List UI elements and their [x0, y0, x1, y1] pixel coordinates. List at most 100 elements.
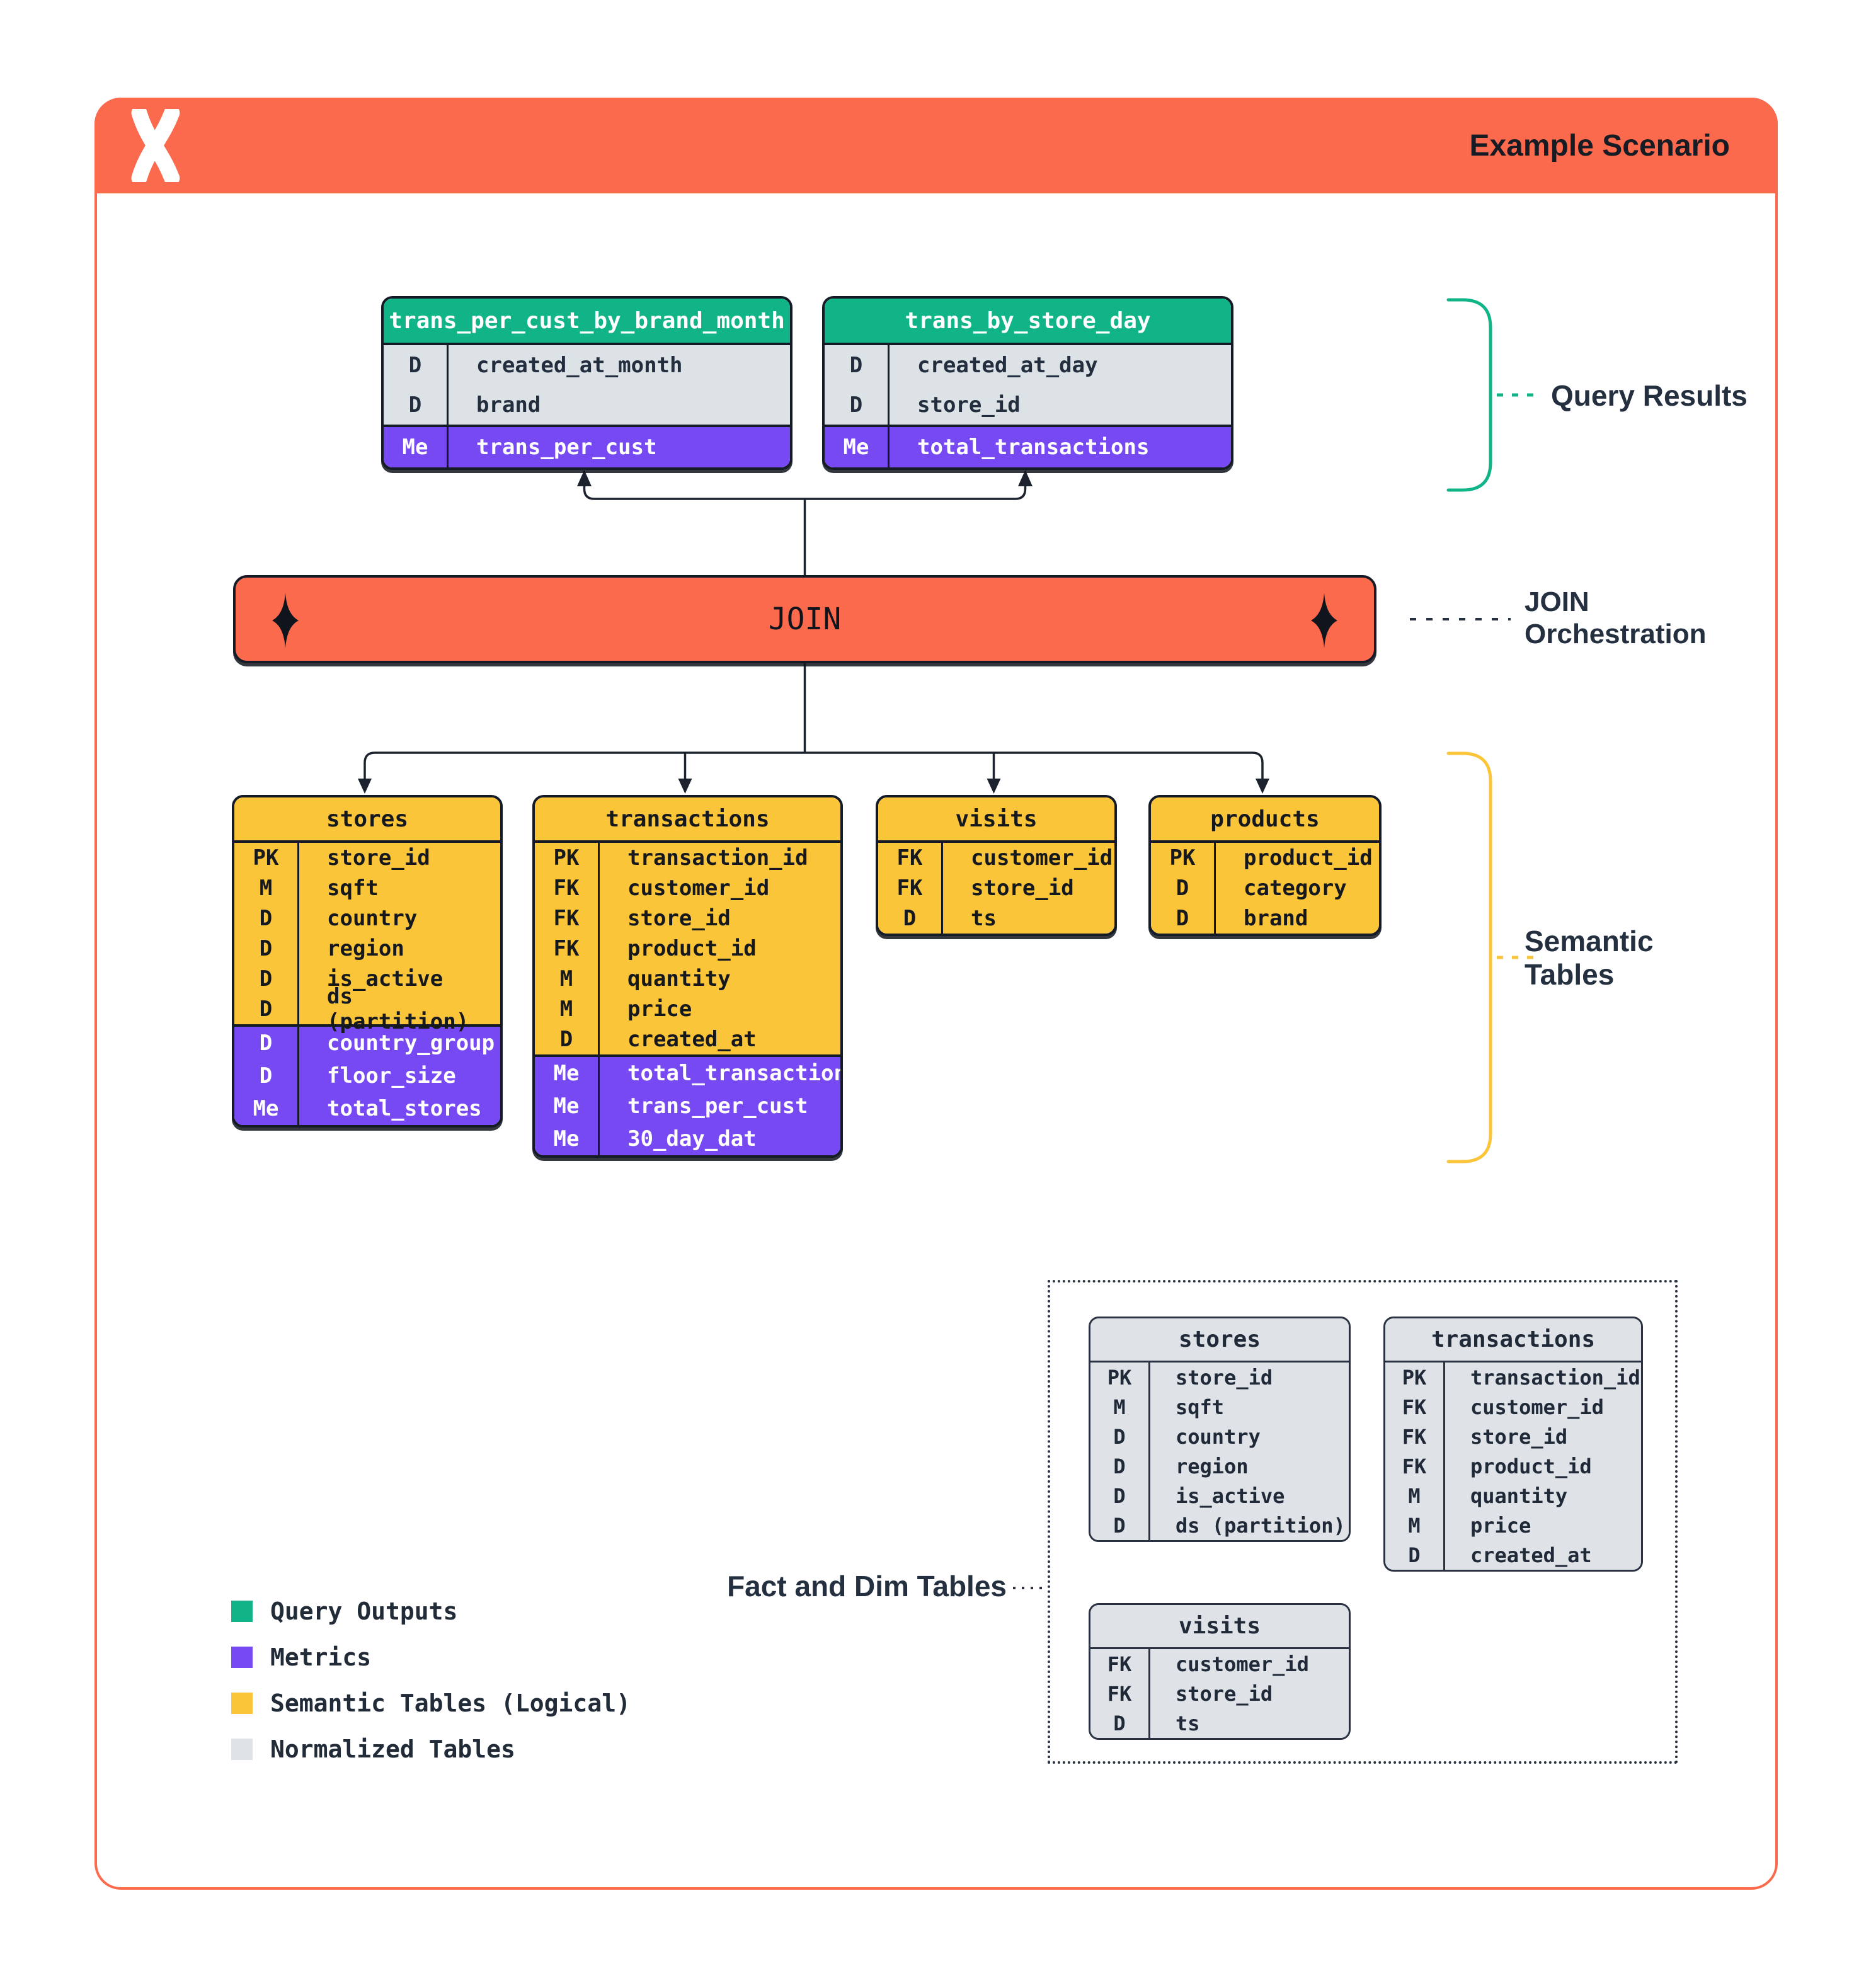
row-key: D	[1176, 876, 1189, 901]
table-row-metric: Me trans_per_cust	[535, 1090, 840, 1123]
row-key: Me	[553, 1126, 580, 1151]
row-field: product_id	[598, 934, 840, 964]
row-field: sqft	[1148, 1392, 1349, 1422]
row-key: FK	[553, 936, 580, 961]
join-orchestration-label-line1: JOIN	[1525, 586, 1589, 617]
table-title: stores	[234, 797, 500, 843]
row-key: PK	[553, 845, 580, 871]
row-field: floor_size	[297, 1060, 500, 1092]
row-key: D	[259, 906, 273, 931]
row-field: total_transactions	[888, 427, 1231, 467]
legend-label: Query Outputs	[270, 1597, 458, 1625]
row-field: store_id	[1148, 1362, 1349, 1392]
table-row: PK store_id	[1090, 1362, 1349, 1392]
row-field: country	[1148, 1422, 1349, 1451]
row-key: D	[849, 352, 863, 378]
row-key: D	[1408, 1543, 1421, 1567]
row-field: created_at_month	[447, 345, 790, 385]
row-field: trans_per_cust	[598, 1090, 840, 1123]
legend-label: Normalized Tables	[270, 1735, 515, 1763]
row-key: D	[849, 392, 863, 418]
row-key: PK	[1169, 845, 1196, 871]
row-field: brand	[1214, 903, 1379, 934]
legend-swatch-gray	[231, 1739, 253, 1760]
row-key: D	[408, 352, 422, 378]
row-field: created_at_day	[888, 345, 1231, 385]
table-title: trans_by_store_day	[825, 299, 1231, 345]
semantic-tables-label: Semantic Tables	[1525, 925, 1654, 992]
fact-dim-box	[1048, 1280, 1678, 1764]
row-key: D	[259, 936, 273, 961]
row-key: FK	[1402, 1395, 1427, 1419]
table-title: stores	[1090, 1318, 1349, 1362]
table-row: PK product_id	[1151, 843, 1379, 873]
row-field: product_id	[1214, 843, 1379, 873]
row-key: D	[259, 1063, 273, 1088]
row-field: price	[598, 994, 840, 1024]
row-key: D	[1113, 1483, 1126, 1508]
table-row: FK store_id	[1090, 1679, 1349, 1708]
row-key: M	[559, 997, 573, 1022]
table-row: FK product_id	[535, 934, 840, 964]
legend-swatch-green	[231, 1601, 253, 1622]
row-field: store_id	[941, 873, 1114, 903]
join-orchestration-label-line2: Orchestration	[1525, 619, 1707, 650]
x-mark-logo-icon	[131, 109, 180, 182]
semantic-tables-label-line1: Semantic	[1525, 925, 1654, 957]
row-key: D	[1113, 1513, 1126, 1538]
row-field: created_at	[1443, 1540, 1641, 1570]
row-field: region	[1148, 1451, 1349, 1481]
row-key: FK	[896, 845, 923, 871]
row-key: Me	[843, 435, 869, 460]
row-field: transaction_id	[1443, 1362, 1641, 1392]
table-row: FK customer_id	[878, 843, 1114, 873]
row-field: customer_id	[941, 843, 1114, 873]
legend-swatch-yellow	[231, 1693, 253, 1714]
row-key: D	[559, 1027, 573, 1052]
sparkle-diamond-icon	[272, 593, 299, 648]
row-field: ts	[941, 903, 1114, 934]
row-key: FK	[553, 906, 580, 931]
table-title: visits	[878, 797, 1114, 843]
row-key: PK	[253, 845, 279, 871]
row-key: D	[903, 906, 917, 931]
row-key: FK	[896, 876, 923, 901]
legend-label: Semantic Tables (Logical)	[270, 1689, 631, 1717]
row-key: D	[259, 1031, 273, 1056]
legend-label: Metrics	[270, 1643, 372, 1671]
row-field: store_id	[1148, 1679, 1349, 1708]
sparkle-diamond-icon	[1311, 593, 1337, 648]
row-field: 30_day_dat	[598, 1123, 840, 1155]
row-key: D	[1113, 1454, 1126, 1478]
row-key: FK	[1107, 1681, 1132, 1706]
row-field: created_at	[598, 1024, 840, 1054]
row-key: Me	[553, 1094, 580, 1119]
row-key: M	[1113, 1395, 1126, 1419]
row-field: customer_id	[598, 873, 840, 903]
legend-swatch-purple	[231, 1647, 253, 1668]
row-field: country_group	[297, 1027, 500, 1060]
row-key: PK	[1107, 1365, 1132, 1390]
